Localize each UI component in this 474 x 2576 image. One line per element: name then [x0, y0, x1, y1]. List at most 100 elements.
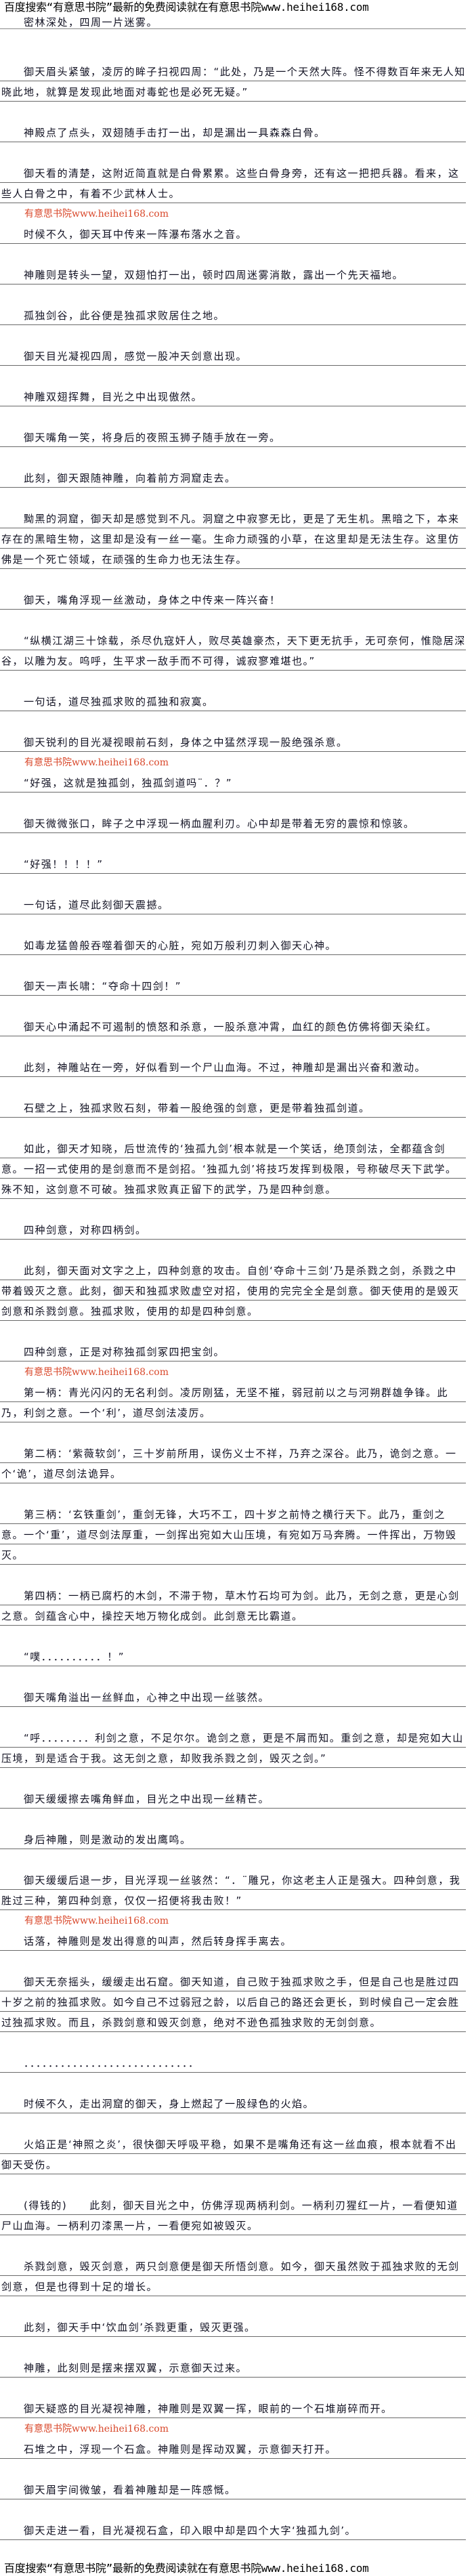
paragraph: 话落，神雕则是发出得意的叫声，然后转身挥手离去。: [0, 1931, 466, 1951]
paragraph-text: 时候不久，走出洞窟的御天，身上燃起了一股绿色的火焰。: [24, 2098, 315, 2110]
paragraph: 石堆之中，浮现一个石盒。神雕则是挥动双翼，示意御天打开。: [0, 2439, 466, 2459]
paragraph-text: 御天嘴角一笑，将身后的夜照玉狮子随手放在一旁。: [24, 431, 281, 444]
paragraph-text: 御天看的清楚，这附近简直就是白骨累累。这些白骨身旁，还有这一把把兵器。看来，这些…: [1, 167, 460, 200]
paragraph: 时候不久，御天耳中传来一阵瀑布落水之音。: [0, 224, 466, 245]
paragraph: 第四柄：一柄已腐朽的木剑，不滞于物，草木竹石均可为剑。此乃，无剑之意，更是心剑之…: [0, 1586, 466, 1626]
paragraph-text: 四种剑意，正是对称独孤剑冢四把宝剑。: [24, 1346, 225, 1358]
paragraph-text: 御天走进一看，目光凝视石盒，印入眼中却是四个大字‘独孤九剑’。: [24, 2525, 357, 2537]
paragraph: 火焰正是‘神照之炎’，很快御天呼吸平稳，如果不是嘴角还有这一丝血痕，根本就看不出…: [0, 2134, 466, 2175]
paragraph: 杀戮剑意，毁灭剑意，两只剑意便是御天所悟剑意。如今，御天虽然败于孤独求败的无剑剑…: [0, 2256, 466, 2297]
paragraph: “好强，这就是独孤剑，独孤剑道吗¨．？”: [0, 773, 466, 793]
paragraph: 御天疑惑的目光凝视神雕，神雕则是双翼一挥，眼前的一个石堆崩碎而开。有意思书院ww…: [0, 2399, 466, 2434]
paragraph: 第一柄：青光闪闪的无名利剑。凌厉刚猛，无坚不摧，弱冠前以之与河朔群雄争锋。此乃，…: [0, 1382, 466, 1423]
watermark: 有意思书院www.heihei168.com: [24, 209, 169, 219]
paragraph: 神雕，此刻则是摆来摆双翼，示意御天过来。: [0, 2358, 466, 2378]
paragraph-text: 御天，嘴角浮现一丝激动，身体之中传来一阵兴奋！: [24, 594, 281, 606]
paragraph: 御天嘴角溢出一丝鲜血，心神之中出现一丝骇然。: [0, 1687, 466, 1708]
paragraph-text: 四种剑意，对称四柄剑。: [24, 1224, 147, 1236]
paragraph: 身后神雕，则是激动的发出鹰鸣。: [0, 1830, 466, 1850]
paragraph-text: 身后神雕，则是激动的发出鹰鸣。: [24, 1834, 192, 1846]
paragraph: 御天嘴角一笑，将身后的夜照玉狮子随手放在一旁。: [0, 427, 466, 448]
paragraph: 一句话，道尽独孤求败的孤独和寂寞。: [0, 692, 466, 712]
paragraph-text: 密林深处，四周一片迷雾。: [24, 16, 158, 28]
paragraph-text: (得钱的) 此刻，御天目光之中，仿佛浮现两柄利剑。一柄利刃猩红一片，一看便知道尸…: [1, 2199, 458, 2232]
paragraph: 孤独剑谷，此谷便是独孤求败居住之地。: [0, 305, 466, 326]
paragraph: 神雕则是转头一望，双翅怕打一出，顿时四周迷雾消散，露出一个先天福地。: [0, 265, 466, 285]
paragraph-text: 一句话，道尽此刻御天震撼。: [24, 899, 169, 911]
paragraph: 四种剑意，正是对称独孤剑冢四把宝剑。有意思书院www.heihei168.com: [0, 1342, 466, 1378]
paragraph: 如毒龙猛兽般吞噬着御天的心脏，宛如万般利刃刺入御天心神。: [0, 935, 466, 956]
paragraph-text: “好强！！！！”: [24, 858, 104, 870]
paragraph: “呼．．．．．．．．利剑之意，不足尔尔。诡剑之意，更是不屑而知。重剑之意，却是宛…: [0, 1728, 466, 1769]
paragraph: 御天看的清楚，这附近简直就是白骨累累。这些白骨身旁，还有这一把把兵器。看来，这些…: [0, 163, 466, 219]
paragraph: 密林深处，四周一片迷雾。: [0, 15, 466, 30]
paragraph: “纵横江湖三十馀载，杀尽仇寇奸人，败尽英雄豪杰，天下更无抗手，无可奈何，惟隐居深…: [0, 631, 466, 671]
paragraph-text: ．．．．．．．．．．．．．．．．．．．．．．．．．．．．: [24, 2057, 200, 2069]
paragraph-text: 御天目光凝视四周，感觉一股冲天剑意出现。: [24, 350, 248, 362]
paragraph: 石壁之上，独孤求败石刻，带着一股绝强的剑意，更是带着独孤剑道。: [0, 1098, 466, 1118]
paragraph: 一句话，道尽此刻御天震撼。: [0, 895, 466, 915]
paragraph-text: “噗．．．．．．．．．．！”: [24, 1651, 125, 1663]
top-banner: 百度搜索“有意思书院”最新的免费阅读就在有意思书院www.heihei168.c…: [4, 1, 369, 14]
paragraph: “好强！！！！”: [0, 854, 466, 874]
bottom-banner: 百度搜索“有意思书院”最新的免费阅读就在有意思书院www.heihei168.c…: [4, 2562, 369, 2575]
watermark: 有意思书院www.heihei168.com: [24, 757, 169, 768]
paragraph-text: 御天嘴角溢出一丝鲜血，心神之中出现一丝骇然。: [24, 1691, 270, 1704]
paragraph-text: 孤独剑谷，此谷便是独孤求败居住之地。: [24, 310, 225, 322]
paragraph: 时候不久，走出洞窟的御天，身上燃起了一股绿色的火焰。: [0, 2094, 466, 2114]
paragraph-text: 如此，御天才知晓，后世流传的‘独孤九剑’根本就是一个笑话，绝顶剑法，全都蕴含剑意…: [1, 1143, 457, 1196]
paragraph: 御天缓缓后退一步，目光浮现一丝骇然：“．¨雕兄，你这老主人正是强大。四种剑意，我…: [0, 1870, 466, 1926]
paragraph: 御天微微张口，眸子之中浮现一柄血腥利刃。心中却是带着无穷的震惊和惊骇。: [0, 814, 466, 834]
paragraph-text: 第一柄：青光闪闪的无名利剑。凌厉刚猛，无坚不摧，弱冠前以之与河朔群雄争锋。此乃，…: [1, 1387, 449, 1419]
paragraph: 御天眉宇间微皱，看着神雕却是一阵感慨。: [0, 2480, 466, 2500]
paragraph-text: 御天锐利的目光凝视眼前石刻，身体之中猛然浮现一股绝强杀意。: [24, 736, 348, 748]
paragraph-text: 御天一声长啸：“夺命十四剑！”: [24, 980, 182, 992]
paragraph: ．．．．．．．．．．．．．．．．．．．．．．．．．．．．: [0, 2053, 466, 2073]
paragraph-text: 石壁之上，独孤求败石刻，带着一股绝强的剑意，更是带着独孤剑道。: [24, 1102, 370, 1114]
paragraph: 神雕双翅挥舞，目光之中出现傲然。: [0, 387, 466, 407]
paragraph-text: 御天缓缓后退一步，目光浮现一丝骇然：“．¨雕兄，你这老主人正是强大。四种剑意，我…: [1, 1874, 461, 1907]
paragraph-text: 此刻，御天手中‘饮血剑’杀戮更重，毁灭更强。: [24, 2321, 256, 2334]
paragraph-text: 御天疑惑的目光凝视神雕，神雕则是双翼一挥，眼前的一个石堆崩碎而开。: [24, 2403, 393, 2415]
paragraph: 四种剑意，对称四柄剑。: [0, 1220, 466, 1240]
paragraph: 此刻，御天跟随神雕，向着前方洞窟走去。: [0, 468, 466, 488]
paragraph: 黝黑的洞窟，御天却是感觉到不凡。洞窟之中寂寥无比，更是了无生机。黑暗之下，本来存…: [0, 509, 466, 570]
paragraph-text: 杀戮剑意，毁灭剑意，两只剑意便是御天所悟剑意。如今，御天虽然败于孤独求败的无剑剑…: [1, 2260, 460, 2293]
watermark: 有意思书院www.heihei168.com: [24, 1916, 169, 1926]
watermark: 有意思书院www.heihei168.com: [24, 2424, 169, 2434]
paragraph: 御天眉头紧皱，凌厉的眸子扫视四周：“此处，乃是一个天然大阵。怪不得数百年来无人知…: [0, 62, 466, 102]
paragraph-text: 黝黑的洞窟，御天却是感觉到不凡。洞窟之中寂寥无比，更是了无生机。黑暗之下，本来存…: [1, 513, 460, 566]
paragraph: “噗．．．．．．．．．．！”: [0, 1647, 466, 1667]
paragraph-text: “呼．．．．．．．．利剑之意，不足尔尔。诡剑之意，更是不屑而知。重剑之意，却是宛…: [1, 1732, 464, 1765]
paragraph: 御天，嘴角浮现一丝激动，身体之中传来一阵兴奋！: [0, 590, 466, 610]
paragraph-text: “好强，这就是独孤剑，独孤剑道吗¨．？”: [24, 777, 233, 789]
paragraph-text: 此刻，神雕站在一旁，好似看到一个尸山血海。不过，神雕却是漏出兴奋和激动。: [24, 1061, 427, 1074]
paragraph-text: 御天缓缓擦去嘴角鲜血，目光之中出现一丝精芒。: [24, 1793, 270, 1805]
paragraph: 此刻，御天面对文字之上，四种剑意的攻击。自创‘夺命十三剑’乃是杀戮之剑，杀戮之中…: [0, 1261, 466, 1322]
paragraph-text: 御天眉宇间微皱，看着神雕却是一阵感慨。: [24, 2484, 236, 2496]
chapter-content: 密林深处，四周一片迷雾。御天眉头紧皱，凌厉的眸子扫视四周：“此处，乃是一个天然大…: [0, 15, 474, 2541]
paragraph: 此刻，御天手中‘饮血剑’杀戮更重，毁灭更强。: [0, 2317, 466, 2338]
paragraph-text: 话落，神雕则是发出得意的叫声，然后转身挥手离去。: [24, 1935, 293, 1947]
paragraph-text: 此刻，御天跟随神雕，向着前方洞窟走去。: [24, 472, 236, 484]
paragraph: 御天目光凝视四周，感觉一股冲天剑意出现。: [0, 346, 466, 366]
paragraph: 御天无奈摇头，缓缓走出石窟。御天知道，自己败于独孤求败之手，但是自己也是胜过四十…: [0, 1972, 466, 2033]
paragraph: 御天一声长啸：“夺命十四剑！”: [0, 976, 466, 996]
paragraph: 御天缓缓擦去嘴角鲜血，目光之中出现一丝精芒。: [0, 1789, 466, 1809]
paragraph: 第二柄：‘紫薇软剑’，三十岁前所用，误伤义士不祥，乃弃之深谷。此乃，诡剑之意。一…: [0, 1443, 466, 1484]
paragraph-text: 御天心中涌起不可遏制的愤怒和杀意，一股杀意冲霄，血红的颜色仿佛将御天染红。: [24, 1021, 437, 1033]
paragraph: 御天心中涌起不可遏制的愤怒和杀意，一股杀意冲霄，血红的颜色仿佛将御天染红。: [0, 1017, 466, 1037]
paragraph-text: 第四柄：一柄已腐朽的木剑，不滞于物，草木竹石均可为剑。此乃，无剑之意，更是心剑之…: [1, 1590, 460, 1622]
paragraph: 神殿点了点头，双翅随手击打一出，却是漏出一具森森白骨。: [0, 123, 466, 143]
paragraph-text: 神殿点了点头，双翅随手击打一出，却是漏出一具森森白骨。: [24, 127, 326, 139]
paragraph-text: 时候不久，御天耳中传来一阵瀑布落水之音。: [24, 228, 248, 240]
paragraph-text: 如毒龙猛兽般吞噬着御天的心脏，宛如万般利刃刺入御天心神。: [24, 939, 337, 952]
paragraph-text: 第三柄：‘玄铁重剑’，重剑无锋，大巧不工，四十岁之前恃之横行天下。此乃，重剑之意…: [1, 1508, 457, 1561]
paragraph: 第三柄：‘玄铁重剑’，重剑无锋，大巧不工，四十岁之前恃之横行天下。此乃，重剑之意…: [0, 1504, 466, 1565]
paragraph-text: 神雕双翅挥舞，目光之中出现傲然。: [24, 391, 203, 403]
paragraph-text: 御天无奈摇头，缓缓走出石窟。御天知道，自己败于独孤求败之手，但是自己也是胜过四十…: [1, 1976, 460, 2029]
paragraph-text: 第二柄：‘紫薇软剑’，三十岁前所用，误伤义士不祥，乃弃之深谷。此乃，诡剑之意。一…: [1, 1448, 457, 1480]
paragraph-text: 石堆之中，浮现一个石盒。神雕则是挥动双翼，示意御天打开。: [24, 2443, 337, 2455]
paragraph-text: 此刻，御天面对文字之上，四种剑意的攻击。自创‘夺命十三剑’乃是杀戮之剑，杀戮之中…: [1, 1265, 460, 1317]
paragraph-text: “纵横江湖三十馀载，杀尽仇寇奸人，败尽英雄豪杰，天下更无抗手，无可奈何，惟隐居深…: [1, 635, 466, 667]
